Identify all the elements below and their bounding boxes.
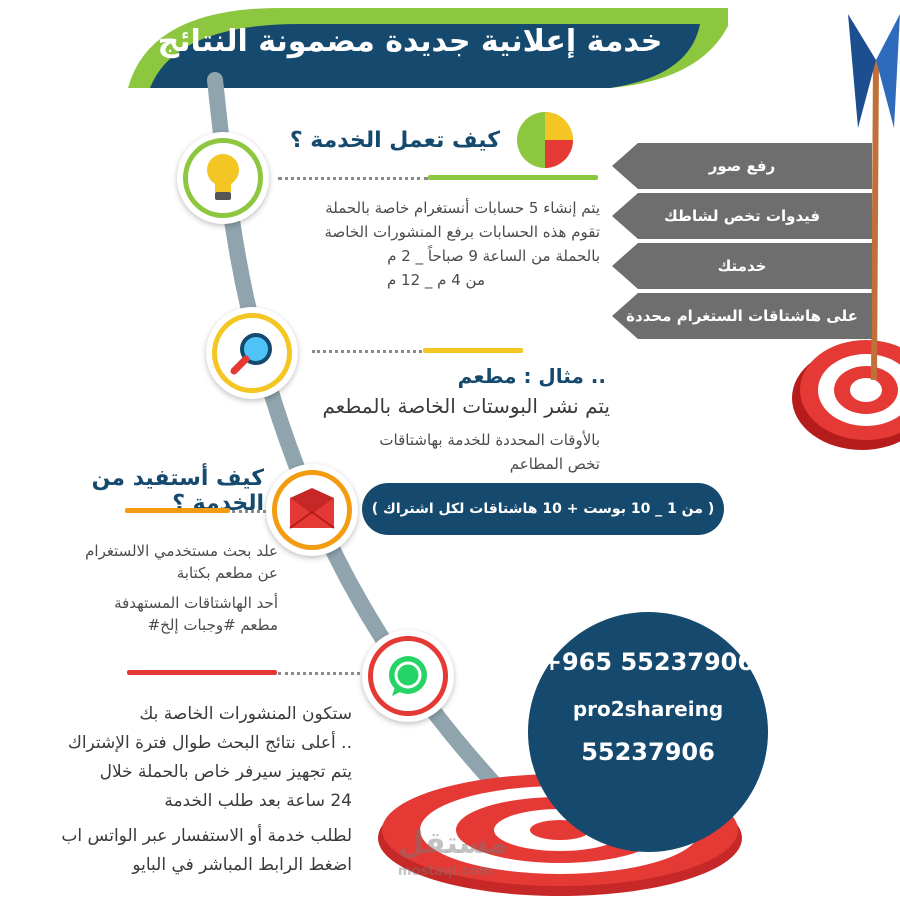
whatsapp-badge: [362, 630, 454, 722]
arrow-icon: [848, 14, 900, 381]
contact-handle: pro2shareing: [572, 697, 724, 721]
red-divider: [127, 670, 277, 675]
text-line: عن مطعم بكتابة: [176, 564, 278, 582]
title-banner-shape: [128, 8, 728, 88]
text-line: .. أعلى نتائج البحث طوال فترة الإشتراك: [67, 733, 352, 753]
tag-your-service: خدمتك: [612, 243, 872, 289]
magnifier-badge: [206, 307, 298, 399]
text-line: لطلب خدمة أو الاستفسار عبر الواتس اب: [61, 826, 352, 846]
text-line: تقوم هذه الحسابات برفع المنشورات الخاصة: [324, 223, 601, 241]
green-divider: [428, 175, 598, 180]
results-text: ستكون المنشورات الخاصة بك .. أعلى نتائج …: [4, 700, 352, 880]
text-line: ستكون المنشورات الخاصة بك: [139, 704, 352, 724]
text-line: اضغط الرابط المباشر في البايو: [132, 855, 352, 875]
example-text: بالأوقات المحددة للخدمة بهاشتاقات تخص ال…: [280, 428, 600, 476]
example-heading: .. مثال : مطعم: [457, 364, 606, 388]
dotted-divider: [232, 510, 266, 513]
contact-circle: [528, 612, 768, 852]
dotted-divider: [312, 350, 422, 353]
contact-phone-intl: +965 55237906: [541, 648, 755, 676]
lightbulb-icon: [207, 154, 239, 200]
text-line: يتم تجهيز سيرفر خاص بالحملة خلال: [99, 762, 352, 782]
how-it-works-heading: كيف تعمل الخدمة ؟: [289, 128, 500, 153]
magnifier-icon: [230, 333, 272, 375]
orange-divider: [125, 508, 230, 513]
text-line: مطعم #وجبات إلخ#: [147, 616, 278, 634]
text-line: 24 ساعة بعد طلب الخدمة: [164, 791, 352, 811]
text-line: يتم إنشاء 5 حسابات أنستغرام خاصة بالحملة: [325, 199, 600, 217]
text-line: بالحملة من الساعة 9 صباحاً _ 2 م: [387, 247, 600, 265]
contact-phone-local: 55237906: [581, 738, 715, 766]
tag-videos: فيدوات تخص لشاطك: [612, 193, 872, 239]
dotted-divider: [278, 672, 360, 675]
whatsapp-icon: [389, 656, 427, 696]
benefit-text: علد بحث مستخدمي الالستغرام عن مطعم بكتاب…: [20, 540, 278, 636]
text-line: بالأوقات المحددة للخدمة بهاشتاقات: [379, 431, 600, 449]
text-line: من 4 م _ 12 م: [386, 271, 485, 289]
tag-hashtags: على هاشتاقات الستغرام محددة: [612, 293, 872, 339]
watermark-domain: mostaql.com: [398, 864, 493, 879]
dotted-divider: [278, 177, 428, 180]
right-target-icon: [792, 340, 900, 450]
text-line: علد بحث مستخدمي الالستغرام: [85, 542, 278, 560]
watermark-brand: مستقل: [398, 826, 508, 861]
example-subheading: يتم نشر البوستات الخاصة بالمطعم: [322, 394, 610, 418]
pie-chart-icon: [517, 112, 573, 168]
envelope-icon: [289, 488, 335, 529]
envelope-badge: [266, 464, 358, 556]
text-line: تخص المطاعم: [509, 455, 600, 473]
tag-upload-photos: رفع صور: [612, 143, 872, 189]
lightbulb-badge: [177, 132, 269, 224]
page-title: خدمة إعلانية جديدة مضمونة النتائج: [157, 24, 663, 59]
package-pill: ( من 1 _ 10 بوست + 10 هاشتاقات لكل اشترا…: [362, 483, 724, 535]
how-it-works-text: يتم إنشاء 5 حسابات أنستغرام خاصة بالحملة…: [240, 196, 601, 292]
text-line: أحد الهاشتاقات المستهدفة: [114, 594, 278, 612]
yellow-divider: [423, 348, 523, 353]
